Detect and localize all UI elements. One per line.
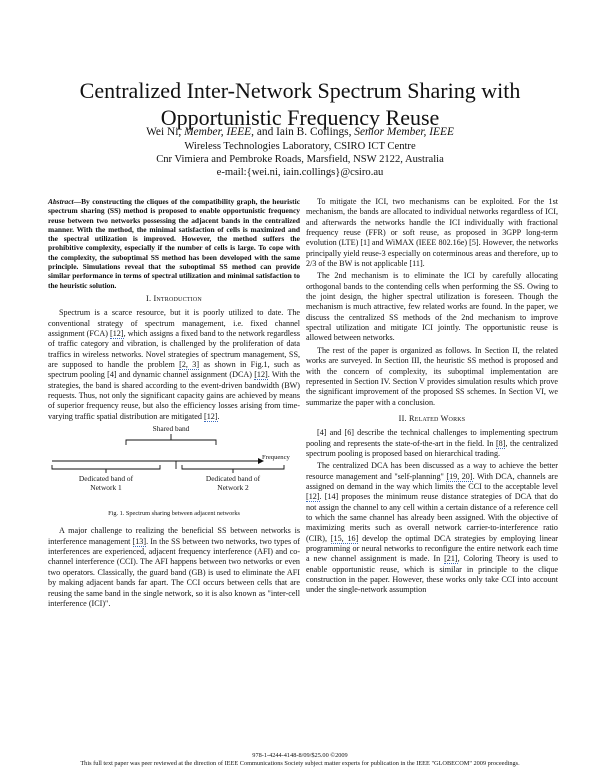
affiliation-lab: Wireless Technologies Laboratory, CSIRO … — [184, 141, 416, 152]
intro-paragraph-4: The 2nd mechanism is to eliminate the IC… — [306, 271, 558, 343]
text-run: . [14] proposes the minimum reuse distan… — [306, 492, 558, 543]
citation-link[interactable]: [15, 16] — [330, 533, 359, 544]
text-run: . — [217, 411, 220, 421]
band2-bracket — [181, 465, 285, 470]
text-run: , the centralized spectrum pooling is pr… — [306, 438, 558, 458]
band1-bracket — [51, 465, 161, 470]
section-heading-related-works: II. Related Works — [398, 413, 466, 423]
figure-1-caption: Fig. 1. Spectrum sharing between adjacen… — [108, 510, 240, 518]
citation-link[interactable]: [12] — [254, 370, 268, 381]
label-band2-line2: Network 2 — [217, 482, 249, 492]
citation-link[interactable]: [2, 3] — [179, 360, 200, 371]
author1-role: Member, IEEE — [184, 126, 252, 138]
author2-role: Senior Member, IEEE — [354, 126, 454, 138]
text-run: . In the SS between two networks, two ty… — [48, 536, 300, 608]
text-run: as shown in Fig.1, such as spectrum pool… — [48, 360, 300, 380]
text-run: , Coloring Theory is used to enable oppo… — [306, 554, 558, 595]
abstract-label: Abstract — [48, 197, 74, 206]
related-paragraph-1: [4] and [6] describe the technical chall… — [306, 428, 558, 459]
axis-arrowhead — [258, 458, 264, 465]
citation-link[interactable]: [8] — [495, 438, 506, 449]
abstract-text: —By constructing the cliques of the comp… — [48, 197, 300, 290]
citation-link[interactable]: [12] — [110, 329, 124, 339]
author-line: Wei Ni, Member, IEEE, and Iain B. Collin… — [20, 126, 580, 139]
text-run: develop the optimal DCA strategies by em… — [306, 533, 558, 564]
text-run: The centralized DCA has been discussed a… — [306, 461, 558, 481]
text-run: [4] and [6] describe the technical chall… — [306, 428, 558, 448]
right-column: To mitigate the ICI, two mechanisms can … — [306, 197, 558, 598]
label-band1-line2: Network 1 — [90, 482, 122, 492]
text-run: . With the strategies, the band is share… — [48, 370, 301, 421]
label-frequency: Frequency — [262, 454, 290, 462]
peer-review-note: This full text paper was peer reviewed a… — [80, 760, 520, 767]
intro-paragraph-3: To mitigate the ICI, two mechanisms can … — [306, 197, 558, 269]
author-names-2: , and Iain B. Collings, — [251, 126, 355, 138]
text-run: . With DCA, channels are assigned on dem… — [306, 471, 558, 491]
intro-paragraph-5: The rest of the paper is organized as fo… — [306, 345, 558, 407]
author-block: Wei Ni, Member, IEEE, and Iain B. Collin… — [20, 126, 580, 179]
citation-link[interactable]: [12] — [306, 492, 320, 503]
label-shared-band: Shared band — [152, 424, 190, 434]
intro-paragraph-2: A major challenge to realizing the benef… — [48, 526, 300, 609]
section-heading-introduction: I. Introduction — [146, 293, 202, 303]
text-run: , which assigns a fixed band to the netw… — [48, 329, 300, 370]
affiliation-address: Cnr Vimiera and Pembroke Roads, Marsfiel… — [156, 154, 444, 165]
spectrum-diagram-svg — [51, 434, 285, 474]
text-run: A major challenge to realizing the benef… — [48, 526, 300, 546]
author-names-1: Wei Ni, — [146, 126, 185, 138]
intro-paragraph-1: Spectrum is a scarce resource, but it is… — [48, 308, 300, 422]
related-paragraph-2: The centralized DCA has been discussed a… — [306, 461, 558, 595]
citation-link[interactable]: [12] — [204, 411, 218, 422]
left-column: Abstract—By constructing the cliques of … — [48, 197, 300, 611]
shared-band-bracket — [125, 439, 217, 446]
copyright-line: 978-1-4244-4148-8/09/$25.00 ©2009 — [252, 752, 348, 759]
author-email: e-mail:{wei.ni, iain.collings}@csiro.au — [216, 167, 384, 178]
citation-link[interactable]: [13] — [132, 536, 147, 547]
citation-link[interactable]: [19, 20] — [446, 471, 473, 482]
label-band2-line1: Dedicated band of — [205, 474, 261, 484]
citation-link[interactable]: [21] — [444, 554, 458, 565]
abstract: Abstract—By constructing the cliques of … — [48, 197, 300, 290]
text-run: Spectrum is a scarce resource, but it is… — [48, 308, 300, 338]
label-band1-line1: Dedicated band of — [78, 474, 134, 484]
paper-title: Centralized Inter-Network Spectrum Shari… — [79, 77, 521, 130]
